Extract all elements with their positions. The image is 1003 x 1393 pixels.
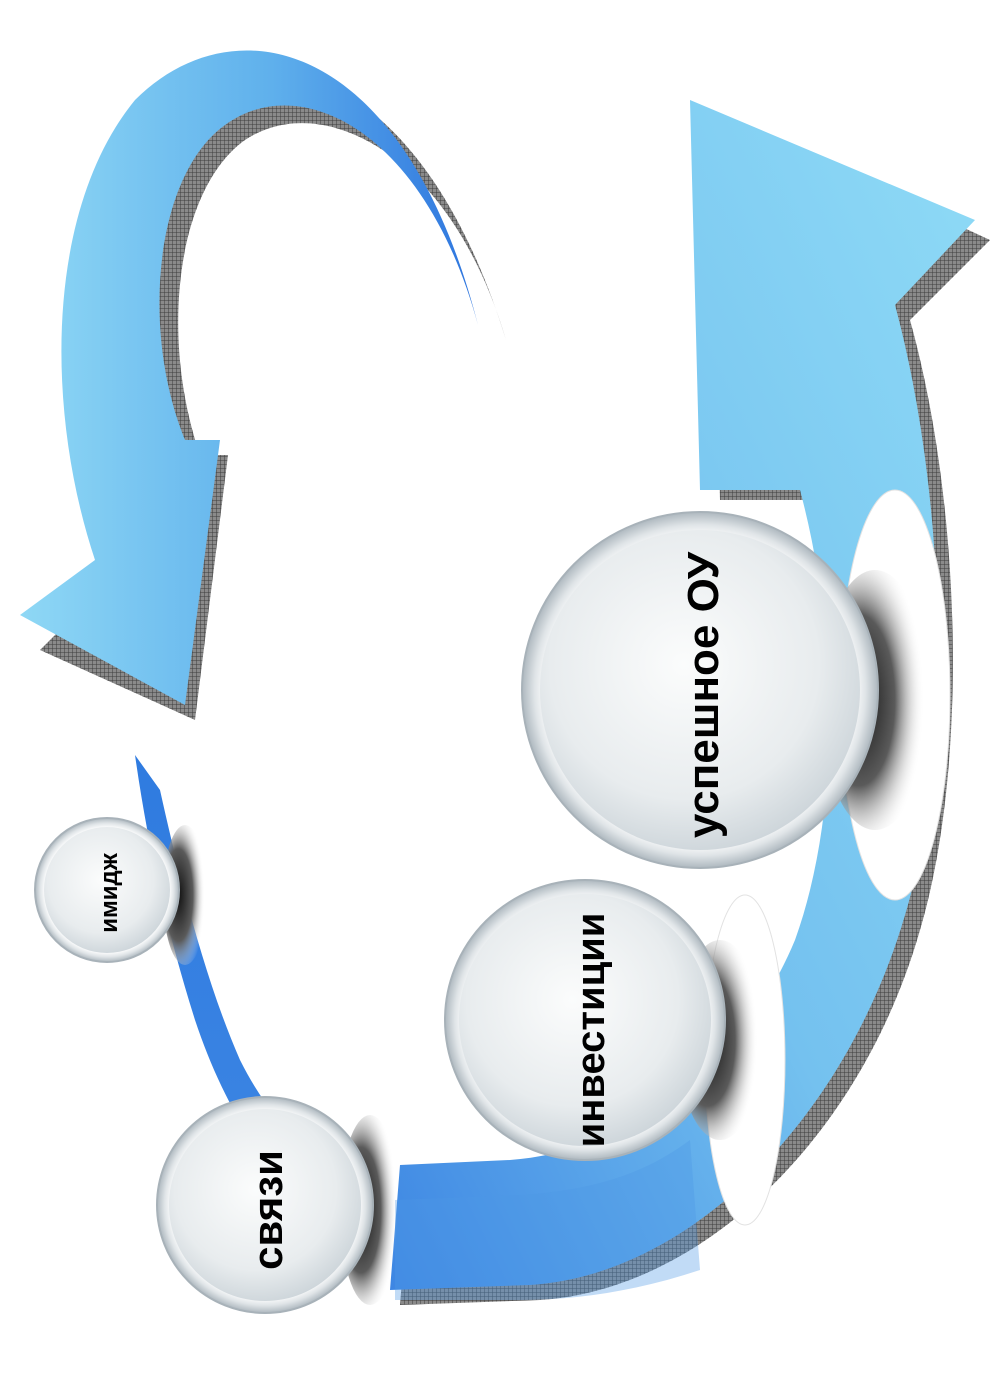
node-investments-face	[459, 894, 711, 1146]
node-image-shadow	[163, 825, 207, 965]
big-arrow	[390, 100, 975, 1290]
node-connections-label: связи	[244, 1150, 291, 1270]
node-investments-label: инвестиции	[569, 913, 613, 1148]
top-arrow	[20, 50, 478, 705]
node-investments: инвестиции	[444, 879, 786, 1226]
node-connections: связи	[156, 1096, 400, 1314]
big-arrow-tail	[395, 1140, 700, 1300]
node-successful-ou: успешное ОУ	[521, 489, 951, 901]
node-image-face	[44, 827, 170, 953]
node-image-label: имидж	[96, 852, 123, 932]
node-image: имидж	[34, 817, 207, 965]
node-successful-ou-face	[540, 530, 860, 850]
node-successful-ou-label: успешное ОУ	[679, 551, 728, 838]
node-connections-face	[169, 1109, 361, 1301]
